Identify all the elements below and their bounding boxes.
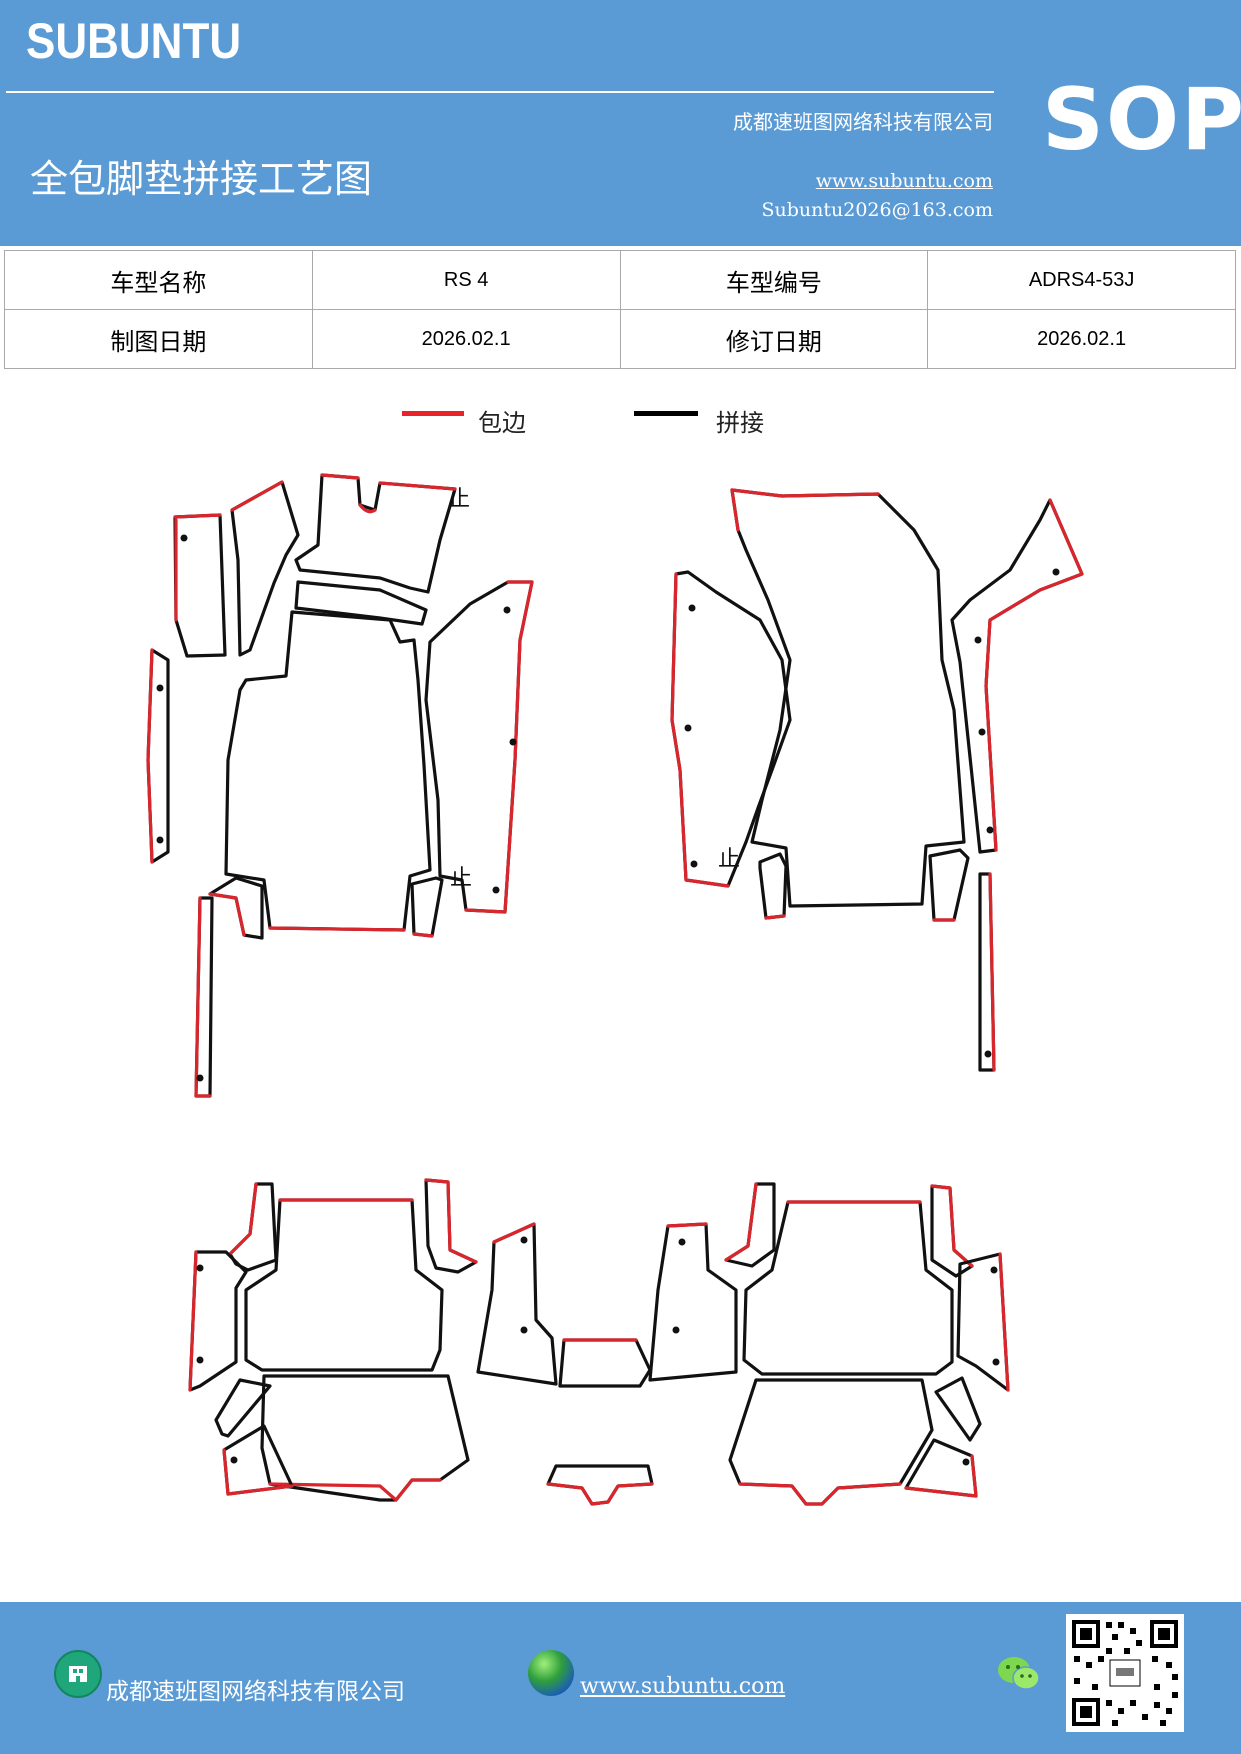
header-banner: SUBUNTU 成都速班图网络科技有限公司 全包脚垫拼接工艺图 www.subu… [0, 0, 1241, 246]
company-name: 成都速班图网络科技有限公司 [733, 110, 993, 134]
revision-date-value: 2026.02.1 [927, 309, 1236, 369]
footer-banner: 成都速班图网络科技有限公司 www.subuntu.com [0, 1602, 1241, 1754]
globe-icon [528, 1650, 574, 1696]
revision-date-label: 修订日期 [619, 309, 929, 369]
model-code-value: ADRS4-53J [927, 250, 1236, 310]
brand-logo: SUBUNTU [26, 13, 242, 69]
draw-date-value: 2026.02.1 [311, 309, 621, 369]
table-row: 车型名称 RS 4 车型编号 ADRS4-53J [4, 250, 1236, 310]
sop-badge: SOP [1042, 70, 1241, 170]
stop-mark: 止 [450, 866, 472, 891]
front-left-mat: 止 止 [146, 473, 534, 1098]
legend-edge-swatch [402, 411, 464, 416]
email-address: Subuntu2026@163.com [761, 199, 993, 221]
footer-website-link[interactable]: www.subuntu.com [580, 1674, 786, 1699]
page-title: 全包脚垫拼接工艺图 [30, 157, 373, 201]
footer-company: 成都速班图网络科技有限公司 [106, 1679, 405, 1705]
legend-edge-label: 包边 [478, 409, 526, 437]
model-name-label: 车型名称 [4, 250, 313, 310]
model-code-label: 车型编号 [619, 250, 929, 310]
legend-seam-label: 拼接 [716, 409, 764, 437]
info-table: 车型名称 RS 4 车型编号 ADRS4-53J 制图日期 2026.02.1 … [4, 250, 1236, 369]
stop-mark: 止 [718, 847, 740, 872]
stop-mark: 止 [448, 487, 470, 512]
building-icon [54, 1650, 102, 1698]
draw-date-label: 制图日期 [4, 309, 313, 369]
wechat-icon[interactable] [996, 1654, 1042, 1694]
front-right-mat: 止 [670, 488, 1084, 1072]
website-link[interactable]: www.subuntu.com [815, 170, 993, 192]
table-row: 制图日期 2026.02.1 修订日期 2026.02.1 [4, 309, 1236, 369]
qr-code [1066, 1614, 1184, 1732]
rear-mats [188, 1178, 1010, 1506]
legend-seam-swatch [634, 411, 698, 416]
model-name-value: RS 4 [311, 250, 621, 310]
header-divider [6, 91, 994, 93]
